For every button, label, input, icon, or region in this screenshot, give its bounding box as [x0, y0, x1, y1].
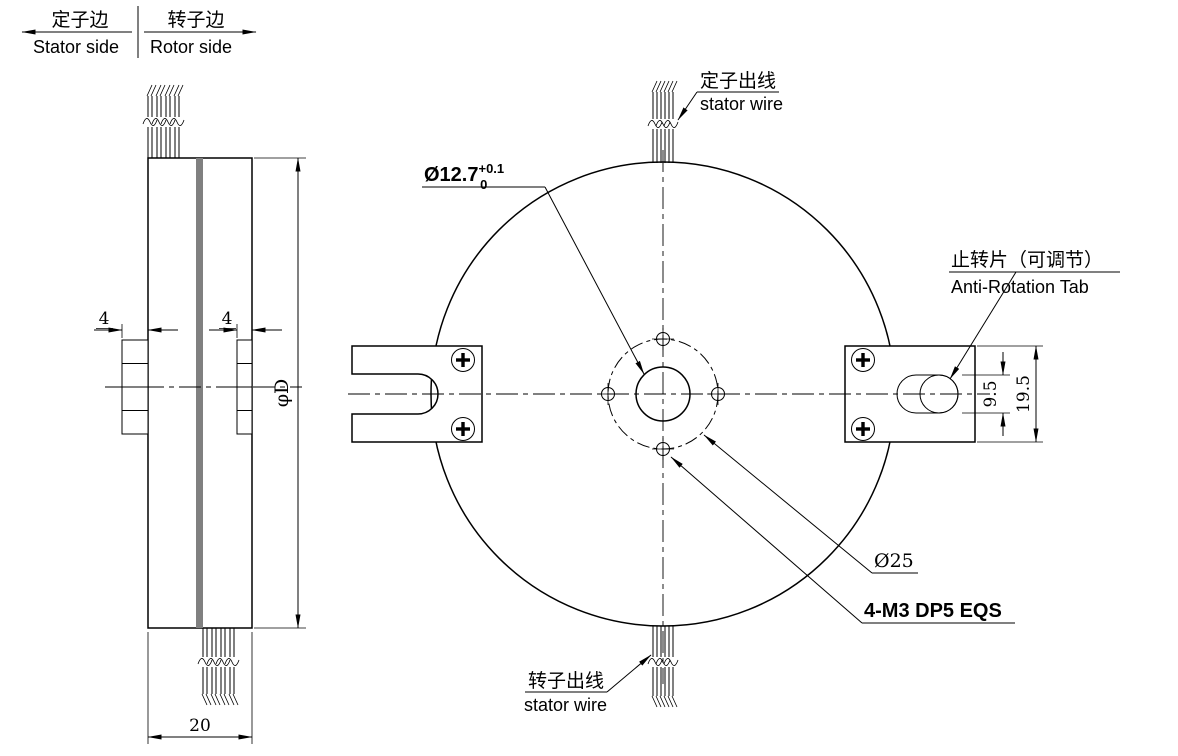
rotor-side-label-en: Rotor side — [150, 37, 232, 57]
svg-text:φD: φD — [271, 379, 293, 408]
bottom-wire-label-en: stator wire — [524, 695, 607, 715]
svg-text:4: 4 — [222, 309, 233, 329]
svg-text:Ø25: Ø25 — [874, 550, 914, 572]
dim-thickness: 20 — [147, 632, 253, 744]
mounting-holes — [597, 328, 729, 460]
bolt-circle-dim-label: Ø25 — [703, 434, 918, 574]
stator-side-label-en: Stator side — [33, 37, 119, 57]
dim-slot-height: 9.5 — [962, 352, 1010, 436]
dim-bracket-height: 19.5 — [977, 345, 1043, 443]
svg-text:19.5: 19.5 — [1014, 375, 1034, 413]
phillips-screw-icon — [851, 417, 875, 441]
svg-text:20: 20 — [189, 716, 211, 736]
stator-side-label-cn: 定子边 — [51, 9, 108, 31]
wire-break-icon — [647, 120, 679, 128]
dim-ring-right: 4 — [209, 309, 282, 338]
bottom-wire-label: 转子出线 stator wire — [524, 654, 652, 715]
side-view: 4 4 φD 20 — [94, 84, 306, 744]
top-wire-label-en: stator wire — [700, 94, 783, 114]
dim-outer-diameter: φD — [254, 157, 306, 629]
svg-text:Ø12.7+0.10: Ø12.7+0.10 — [424, 161, 504, 192]
stator-rotor-interface-band — [196, 158, 203, 628]
left-mounting-fork — [351, 345, 483, 443]
front-view-top-wires — [647, 80, 679, 163]
top-wire-label: 定子出线 stator wire — [677, 70, 783, 121]
wire-break-icon — [197, 658, 240, 666]
anti-rotation-tab-label: 止转片（可调节） Anti-Rotation Tab — [949, 249, 1120, 380]
front-view: 定子出线 stator wire 转子出线 stator wire Ø12.7+… — [348, 70, 1120, 715]
bottom-wire-label-cn: 转子出线 — [528, 670, 604, 692]
dim-ring-left: 4 — [94, 309, 178, 338]
side-view-bottom-wires — [197, 628, 240, 706]
phillips-screw-icon — [451, 348, 475, 372]
svg-text:4: 4 — [99, 309, 110, 329]
side-view-top-wires — [142, 84, 185, 158]
front-view-bottom-wires — [647, 626, 679, 708]
anti-rotation-label-en: Anti-Rotation Tab — [951, 277, 1089, 297]
phillips-screw-icon — [451, 417, 475, 441]
svg-text:4-M3 DP5 EQS: 4-M3 DP5 EQS — [864, 600, 1002, 622]
mount-holes-spec-label: 4-M3 DP5 EQS — [670, 456, 1015, 624]
rotor-side-label-cn: 转子边 — [167, 9, 224, 31]
side-labels-header: 定子边 Stator side 转子边 Rotor side — [21, 6, 257, 58]
phillips-screw-icon — [851, 348, 875, 372]
svg-text:9.5: 9.5 — [981, 380, 1001, 407]
wire-break-icon — [142, 118, 185, 126]
top-wire-label-cn: 定子出线 — [700, 70, 776, 92]
anti-rotation-label-cn: 止转片（可调节） — [951, 249, 1103, 271]
center-bore — [635, 366, 691, 422]
